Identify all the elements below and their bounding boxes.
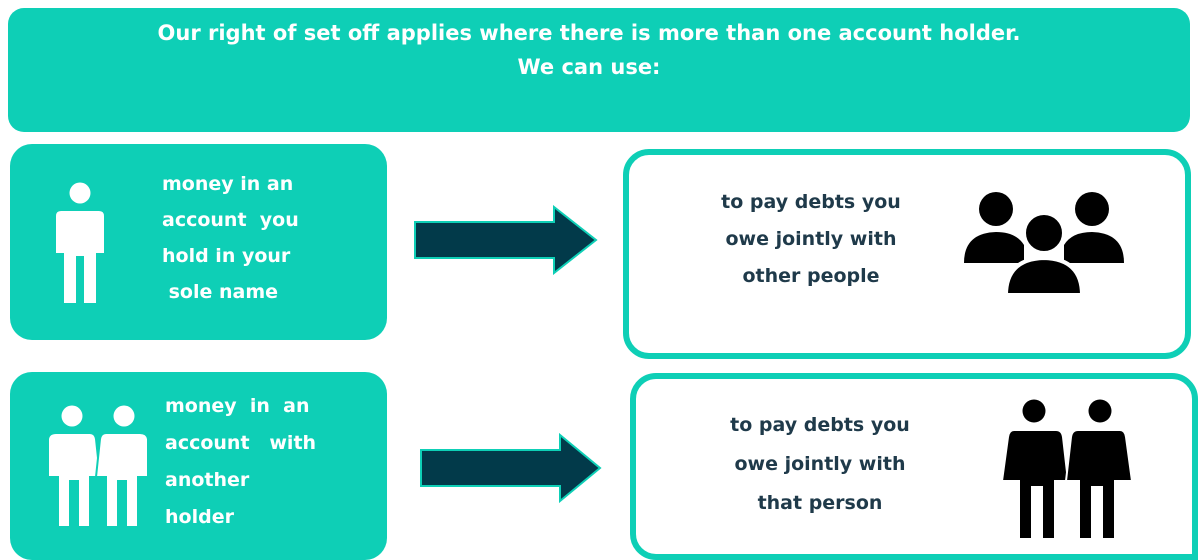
source-box-sole-account: money in an account you hold in your sol…: [10, 144, 387, 340]
header-line-2: We can use:: [517, 55, 661, 79]
right-arrow-icon: [419, 432, 603, 507]
source-line: sole name: [162, 281, 279, 303]
destination-line: other people: [742, 265, 880, 287]
source-line: money in an: [165, 395, 310, 417]
destination-line: owe jointly with: [725, 228, 897, 250]
couple-icon: [1000, 399, 1134, 549]
destination-line: to pay debts you: [721, 191, 901, 213]
source-line: money in an: [162, 173, 294, 195]
destination-line: to pay debts you: [730, 414, 910, 436]
source-box-joint-account: money in an account with another holder: [10, 372, 387, 560]
header-banner: Our right of set off applies where there…: [8, 8, 1190, 132]
group-people-icon: [961, 189, 1127, 301]
source-line: account with: [165, 432, 317, 454]
right-arrow-icon: [413, 204, 599, 279]
destination-line: owe jointly with: [734, 453, 906, 475]
source-line: account you: [162, 209, 299, 231]
source-line: hold in your: [162, 245, 291, 267]
single-person-icon: [52, 182, 108, 312]
destination-line: that person: [757, 492, 883, 514]
two-people-icon: [47, 405, 149, 535]
destination-box-other-people: to pay debts you owe jointly with other …: [623, 149, 1191, 359]
source-line: another: [165, 469, 250, 491]
source-line: holder: [165, 506, 234, 528]
header-line-1: Our right of set off applies where there…: [157, 21, 1021, 45]
destination-box-that-person: to pay debts you owe jointly with that p…: [630, 373, 1198, 560]
